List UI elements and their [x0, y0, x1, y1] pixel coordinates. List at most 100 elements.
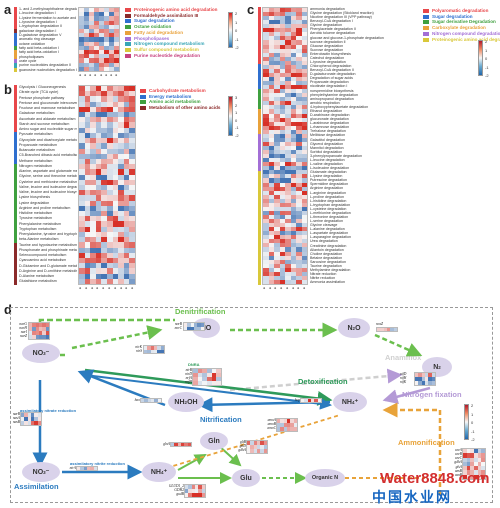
heatmap-cell — [268, 20, 274, 25]
heatmap-cell — [79, 54, 84, 59]
legend-label: Nitrogen compound degradation — [432, 30, 500, 36]
heatmap-cell — [301, 259, 307, 264]
colorbar-tick: 2 — [485, 39, 488, 44]
legend-swatch — [423, 8, 429, 13]
node-subscript: 2 — [184, 399, 188, 405]
row-label: Creatinine degradation — [310, 243, 347, 248]
heatmap-cell — [90, 195, 96, 201]
heatmap-cell — [279, 109, 285, 114]
heatmap-cell — [89, 20, 94, 25]
heatmap-cell — [123, 231, 130, 238]
heatmap-cell — [112, 247, 119, 253]
heatmap-cell — [431, 381, 435, 385]
row-label: L-isoleucine degradation — [310, 166, 350, 171]
heatmap-cell — [274, 267, 280, 272]
label-dnra: DNRA — [188, 362, 200, 367]
heatmap-cell — [104, 54, 109, 59]
heatmap-cell — [83, 467, 87, 470]
row-label: Sarcosine degradation — [310, 259, 346, 264]
heatmap-cell — [463, 457, 467, 462]
heatmap-cell — [285, 85, 291, 90]
heatmap-cell — [290, 182, 296, 187]
row-label: Glyoxylate and dicarboxylate metabolism — [19, 137, 77, 142]
heatmap-cell — [301, 109, 307, 114]
heatmap-cell — [114, 45, 119, 50]
legend-item: Proteinogenic amino acid degradation — [423, 37, 500, 43]
heatmap-cell — [79, 216, 85, 222]
heatmap-cell — [27, 421, 31, 425]
heatmap-cell — [296, 117, 302, 122]
heatmap-cell — [216, 369, 221, 373]
heatmap-cell — [296, 129, 302, 134]
heatmap-cell — [477, 474, 482, 479]
heatmap-cell — [296, 194, 302, 199]
heatmap-cell — [45, 335, 49, 339]
heatmap-cell — [194, 493, 199, 497]
heatmap-gltb — [246, 440, 268, 454]
heatmap-cell — [197, 373, 203, 377]
heatmap-cell — [118, 247, 124, 253]
heatmap-cell — [84, 28, 89, 34]
genes-hcp: hcp — [290, 398, 300, 402]
heatmap-cell — [268, 219, 274, 224]
heatmap-cell — [106, 112, 113, 118]
heatmap-cell — [274, 137, 280, 142]
heatmap-cell — [268, 259, 274, 264]
heatmap-cell — [184, 323, 188, 327]
heatmap-cell — [94, 20, 99, 25]
heatmap-cell — [268, 32, 274, 37]
heatmap-cell — [106, 226, 113, 232]
heatmap-nirbd — [192, 368, 222, 386]
node-subscript: 3 — [43, 350, 46, 356]
row-label: D-galactose degradation V — [19, 32, 62, 37]
heatmap-cell — [263, 162, 269, 167]
heatmap-nor — [183, 322, 205, 331]
heatmap-cell — [106, 273, 113, 279]
heatmap-cell — [123, 263, 130, 269]
heatmap-cell — [90, 263, 96, 269]
heatmap-cell — [268, 251, 274, 256]
heatmap-cell — [301, 52, 307, 57]
heatmap-cell — [197, 369, 203, 373]
heatmap-cell — [290, 223, 296, 228]
heatmap-cell — [89, 12, 94, 17]
heatmap-cell — [101, 179, 107, 185]
heatmap-cell — [263, 279, 269, 284]
heatmap-cell — [150, 399, 155, 402]
heatmap-cell — [101, 242, 107, 248]
heatmap-cell — [296, 44, 302, 49]
heatmap-cell — [109, 66, 114, 71]
heatmap-cell — [21, 417, 25, 421]
heatmap-cell — [285, 194, 291, 199]
heatmap-cell — [89, 62, 94, 67]
gene-name: nirB — [185, 368, 192, 372]
heatmap-cell — [118, 86, 124, 92]
heatmap-cell — [112, 263, 119, 269]
row-label: phenylethylamine degradation — [310, 92, 358, 97]
heatmap-cell — [84, 190, 91, 196]
heatmap-cell — [301, 40, 307, 45]
heatmap-cell — [95, 132, 102, 139]
heatmap-cell — [279, 174, 285, 179]
heatmap-cell — [79, 41, 84, 46]
heatmap-cell — [95, 179, 102, 185]
heatmap-cell — [79, 45, 84, 50]
heatmap-cell — [157, 349, 161, 353]
label-assimilation: Assimilation — [14, 482, 59, 491]
row-label: sucrose degradation II — [310, 39, 346, 44]
heatmap-cell — [268, 60, 274, 65]
heatmap-cell — [187, 323, 191, 327]
heatmap-cell — [118, 205, 124, 212]
row-label: Cysteine and methionine metabolism — [19, 179, 77, 184]
heatmap-cell — [296, 12, 302, 17]
gene-name: ureB — [455, 452, 462, 457]
heatmap-cell — [106, 158, 113, 165]
category-band — [14, 46, 17, 51]
heatmap-cell — [94, 58, 99, 63]
heatmap-cell — [84, 127, 91, 133]
heatmap-cell — [106, 179, 113, 185]
heatmap-cell — [263, 36, 269, 41]
heatmap-cell — [285, 20, 291, 25]
